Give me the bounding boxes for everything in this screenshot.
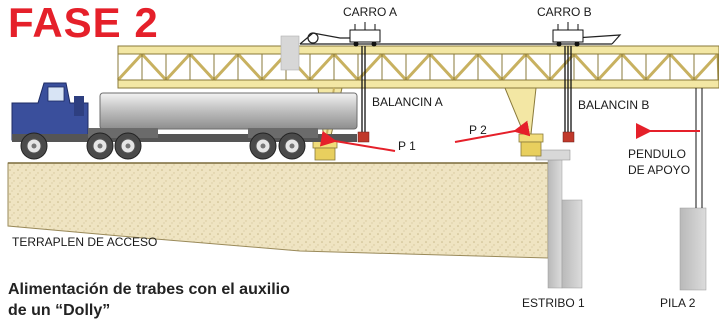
launching-truss (116, 45, 719, 89)
abutment-estribo-1 (535, 149, 583, 289)
truss-diagonal (572, 52, 600, 82)
truss-diagonal (236, 52, 264, 82)
label-carro-a: CARRO A (343, 5, 398, 19)
arrow-p2 (454, 120, 531, 143)
balancin-a-block (357, 131, 370, 143)
diagram-caption: Alimentación de trabes con el auxilio de… (8, 279, 408, 321)
red-arrows (319, 120, 700, 152)
label-pendulo-1: PENDULO (628, 147, 687, 161)
truss-diagonal (164, 52, 192, 82)
precast-girder (99, 92, 358, 130)
truck-wheel (20, 132, 48, 160)
truss-diagonal (140, 52, 168, 82)
balancer-cables (361, 46, 572, 135)
truss-diagonal (524, 52, 552, 82)
caption-line-1: Alimentación de trabes con el auxilio (8, 281, 290, 298)
truss-diagonal (596, 52, 624, 82)
label-balancin-b: BALANCIN B (578, 98, 650, 112)
truck-wheel (114, 132, 142, 160)
label-terraplen: TERRAPLEN DE ACCESO (12, 235, 158, 249)
label-carro-b: CARRO B (537, 5, 592, 19)
truss-diagonal (188, 52, 216, 82)
truss-diagonal (428, 52, 456, 82)
label-p2: P 2 (469, 123, 487, 137)
truss-diagonal (308, 52, 336, 82)
label-pendulo-2: DE APOYO (628, 163, 691, 177)
truss-diagonal (668, 52, 696, 82)
truss-diagonal (212, 52, 240, 82)
carro-b-trolley (552, 22, 584, 47)
label-pila-2: PILA 2 (660, 296, 696, 310)
truss-diagonal (380, 52, 408, 82)
truss-diagonal (644, 52, 672, 82)
caption-line-2: de un “Dolly” (8, 302, 111, 319)
truss-diagonal (452, 52, 480, 82)
pier-pila-2 (679, 207, 707, 291)
truss-diagonal (500, 52, 528, 82)
truss-diagonal (548, 52, 576, 82)
balancin-b-block (562, 131, 575, 143)
truss-diagonal (692, 52, 719, 82)
label-p1: P 1 (398, 139, 416, 153)
truck-wheel (86, 132, 114, 160)
dolly-truck (11, 82, 358, 160)
carro-a-trolley (349, 22, 381, 47)
truck-wheel (278, 132, 306, 160)
truss-diagonal (476, 52, 504, 82)
truss-diagonal (332, 52, 360, 82)
truss-diagonal (404, 52, 432, 82)
support-leg-p2 (504, 87, 544, 157)
truss-diagonal (116, 52, 144, 82)
phase-title: FASE 2 (8, 0, 159, 46)
arrow-p1 (319, 130, 396, 152)
truss-diagonal (620, 52, 648, 82)
label-estribo-1: ESTRIBO 1 (522, 296, 585, 310)
truck-wheel (249, 132, 277, 160)
pendulum-support (695, 88, 703, 208)
counterweight-block (280, 35, 300, 71)
label-balancin-a: BALANCIN A (372, 95, 443, 109)
